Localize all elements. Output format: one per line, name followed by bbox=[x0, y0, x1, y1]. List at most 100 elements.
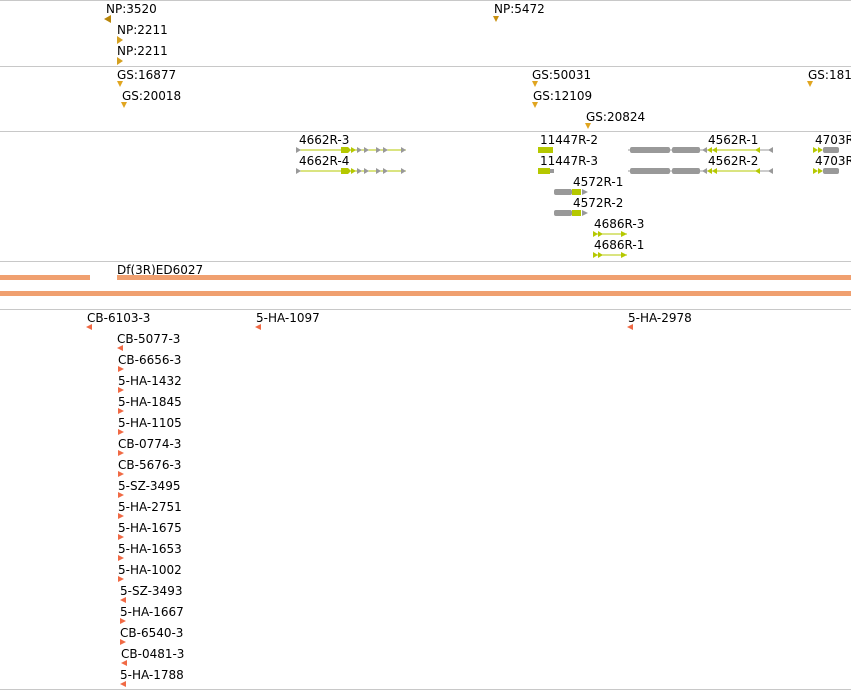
insertion-marker-icon[interactable] bbox=[532, 102, 538, 108]
transcript-model[interactable] bbox=[296, 147, 406, 153]
aberration-marker-icon[interactable] bbox=[118, 534, 124, 540]
aberration-label[interactable]: CB-0774-3 bbox=[118, 437, 182, 451]
aberration-marker-icon[interactable] bbox=[118, 366, 124, 372]
transcript-model[interactable] bbox=[813, 168, 839, 174]
transcript-model[interactable] bbox=[554, 210, 588, 216]
aberration-marker-icon[interactable] bbox=[627, 324, 633, 330]
aberration-label[interactable]: 5-HA-1667 bbox=[120, 605, 184, 619]
transcript-model[interactable] bbox=[593, 231, 627, 237]
transcript-label[interactable]: 4703R bbox=[815, 133, 851, 147]
track-divider bbox=[0, 66, 851, 67]
transcript-model[interactable] bbox=[554, 189, 588, 195]
transcript-model[interactable] bbox=[593, 252, 627, 258]
transcript-label[interactable]: 4662R-4 bbox=[299, 154, 350, 168]
aberration-marker-icon[interactable] bbox=[118, 513, 124, 519]
aberration-marker-icon[interactable] bbox=[118, 576, 124, 582]
gs-insertion-label[interactable]: GS:16877 bbox=[117, 68, 177, 82]
aberration-label[interactable]: CB-6103-3 bbox=[87, 311, 151, 325]
insertion-marker-icon[interactable] bbox=[117, 36, 123, 44]
aberration-marker-icon[interactable] bbox=[118, 387, 124, 393]
insertion-marker-icon[interactable] bbox=[493, 16, 499, 22]
transcript-label[interactable]: 4703R bbox=[815, 154, 851, 168]
transcript-model[interactable] bbox=[538, 147, 553, 153]
aberration-marker-icon[interactable] bbox=[118, 555, 124, 561]
insertion-marker-icon[interactable] bbox=[117, 57, 123, 65]
aberration-marker-icon[interactable] bbox=[118, 492, 124, 498]
transcript-label[interactable]: 11447R-2 bbox=[540, 133, 598, 147]
aberration-label[interactable]: 5-HA-1845 bbox=[118, 395, 182, 409]
aberration-track: CB-6103-3 5-HA-1097 5-HA-2978 CB-5077-3 … bbox=[0, 309, 851, 689]
aberration-marker-icon[interactable] bbox=[120, 681, 126, 687]
track-divider bbox=[0, 309, 851, 310]
aberration-label[interactable]: 5-HA-1432 bbox=[118, 374, 182, 388]
deficiency-bar[interactable] bbox=[0, 275, 90, 280]
gs-insertion-label[interactable]: GS:181 bbox=[808, 68, 851, 82]
aberration-marker-icon[interactable] bbox=[118, 408, 124, 414]
aberration-label[interactable]: 5-HA-1788 bbox=[120, 668, 184, 682]
transcript-label[interactable]: 11447R-3 bbox=[540, 154, 598, 168]
track-divider bbox=[0, 261, 851, 262]
insertion-marker-icon[interactable] bbox=[585, 123, 591, 129]
aberration-label[interactable]: 5-HA-1105 bbox=[118, 416, 182, 430]
transcript-label[interactable]: 4562R-2 bbox=[708, 154, 759, 168]
transcript-label[interactable]: 4686R-3 bbox=[594, 217, 645, 231]
np-insertion-label[interactable]: NP:5472 bbox=[494, 2, 545, 16]
transcript-model[interactable] bbox=[296, 168, 406, 174]
aberration-marker-icon[interactable] bbox=[118, 450, 124, 456]
insertion-marker-icon[interactable] bbox=[104, 15, 111, 23]
deficiency-label[interactable]: Df(3R)ED6027 bbox=[117, 263, 204, 277]
aberration-label[interactable]: 5-HA-1675 bbox=[118, 521, 182, 535]
aberration-marker-icon[interactable] bbox=[120, 618, 126, 624]
aberration-label[interactable]: CB-6656-3 bbox=[118, 353, 182, 367]
aberration-marker-icon[interactable] bbox=[118, 471, 124, 477]
transcript-label[interactable]: 4662R-3 bbox=[299, 133, 350, 147]
aberration-label[interactable]: 5-SZ-3495 bbox=[118, 479, 181, 493]
gs-insertion-label[interactable]: GS:20824 bbox=[586, 110, 646, 124]
transcript-glyphs bbox=[296, 147, 839, 258]
aberration-marker-icon[interactable] bbox=[120, 597, 126, 603]
aberration-marker-icon[interactable] bbox=[120, 639, 126, 645]
aberration-label[interactable]: 5-HA-1097 bbox=[256, 311, 320, 325]
track-divider bbox=[0, 131, 851, 132]
transcript-model[interactable] bbox=[628, 168, 773, 174]
transcript-label[interactable]: 4572R-2 bbox=[573, 196, 624, 210]
aberration-label[interactable]: 5-HA-2978 bbox=[628, 311, 692, 325]
aberration-marker-icon[interactable] bbox=[255, 324, 261, 330]
track-divider bbox=[0, 0, 851, 1]
np-insertion-track: NP:3520 NP:5472 NP:2211 NP:2211 bbox=[0, 0, 851, 66]
gs-insertion-label[interactable]: GS:12109 bbox=[533, 89, 593, 103]
deficiency-track: Df(3R)ED6027 bbox=[0, 261, 851, 309]
aberration-label[interactable]: 5-HA-2751 bbox=[118, 500, 182, 514]
transcript-model[interactable] bbox=[813, 147, 839, 153]
insertion-marker-icon[interactable] bbox=[532, 81, 538, 87]
aberration-label[interactable]: 5-HA-1002 bbox=[118, 563, 182, 577]
aberration-label[interactable]: 5-SZ-3493 bbox=[120, 584, 183, 598]
gs-insertion-label[interactable]: GS:20018 bbox=[122, 89, 182, 103]
insertion-marker-icon[interactable] bbox=[121, 102, 127, 108]
gs-insertion-label[interactable]: GS:50031 bbox=[532, 68, 592, 82]
aberration-marker-icon[interactable] bbox=[117, 345, 123, 351]
aberration-marker-icon[interactable] bbox=[118, 429, 124, 435]
aberration-label[interactable]: CB-6540-3 bbox=[120, 626, 184, 640]
aberration-label[interactable]: CB-5077-3 bbox=[117, 332, 181, 346]
aberration-label[interactable]: 5-HA-1653 bbox=[118, 542, 182, 556]
aberration-label[interactable]: CB-0481-3 bbox=[121, 647, 185, 661]
transcript-label[interactable]: 4572R-1 bbox=[573, 175, 624, 189]
np-insertion-label[interactable]: NP:2211 bbox=[117, 44, 168, 58]
track-divider bbox=[0, 689, 851, 690]
np-insertion-label[interactable]: NP:2211 bbox=[117, 23, 168, 37]
transcript-model[interactable] bbox=[628, 147, 773, 153]
insertion-marker-icon[interactable] bbox=[117, 81, 123, 87]
np-insertion-label[interactable]: NP:3520 bbox=[106, 2, 157, 16]
transcript-label[interactable]: 4686R-1 bbox=[594, 238, 645, 252]
insertion-marker-icon[interactable] bbox=[807, 81, 813, 87]
transcript-model[interactable] bbox=[538, 168, 554, 174]
aberration-label[interactable]: CB-5676-3 bbox=[118, 458, 182, 472]
transcript-label[interactable]: 4562R-1 bbox=[708, 133, 759, 147]
deficiency-bar[interactable] bbox=[117, 275, 851, 280]
deficiency-bar[interactable] bbox=[0, 291, 851, 296]
gs-insertion-track: GS:16877 GS:50031 GS:181 GS:20018 GS:121… bbox=[0, 66, 851, 131]
transcript-track: 4662R-3 4662R-4 11447R-2 11447R-3 4562R-… bbox=[0, 131, 851, 261]
aberration-marker-icon[interactable] bbox=[86, 324, 92, 330]
aberration-marker-icon[interactable] bbox=[121, 660, 127, 666]
